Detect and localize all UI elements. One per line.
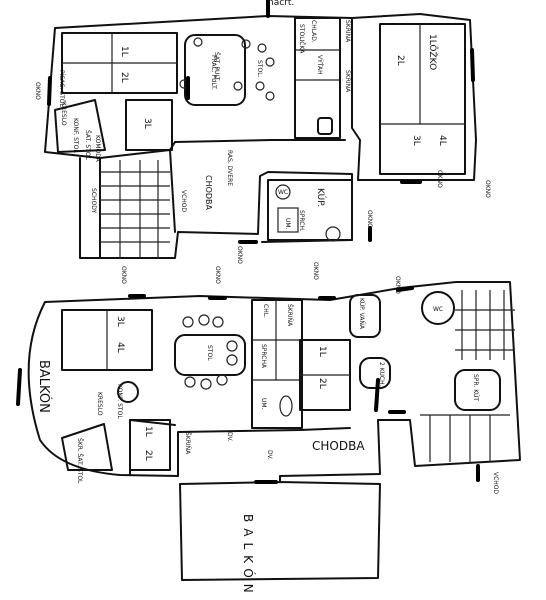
lower-table [174,334,246,376]
um-label: UM. [284,218,291,230]
chl-label: CHL. [262,304,269,318]
dv1-label: DV. [226,432,233,442]
big-bed-low2-label: 4L [437,135,447,146]
okno-right-label: OKNO [484,180,491,198]
upper-stools [179,37,275,101]
vytah-label: VÝŤAH [316,55,324,75]
skrina-center-label: ŠKRIŇA [286,304,293,327]
wardrobe-small-label: ŠKR. ŠAT. STOL [76,438,83,484]
upper-stairs [100,160,170,258]
upper-okno-extra: OKNO [436,170,443,188]
kreslo-label: KRESLO [60,102,67,126]
bed-c-top-label: 1L [317,346,327,357]
lower-okno-4: OKNO [394,276,401,294]
upper-closet-column [294,17,341,139]
lower-center-storage [251,299,303,429]
lower-shower [454,369,501,411]
lower-wc [421,291,455,325]
sprcha-right-label: SPR. KÚT [472,374,479,401]
bed-label-2: 2L [119,72,129,83]
shelf-sub-label: ŠAT. STOL [84,130,91,161]
bed-b-bot-label: 2L [143,450,153,461]
vchod-label: VCHOD [180,190,187,213]
big-bed-mid-label: 2L [395,55,405,66]
kitchen-label: KÚP. [315,188,327,207]
bath-shower [277,207,299,233]
lower-vchod-label: VCHOD [492,472,499,495]
okno-b1-label: OKNO [366,210,373,228]
upper-bathroom [267,179,353,241]
bed-a-bot-label: 4L [115,342,125,353]
chlad-label: CHLAD. [310,20,317,43]
shelf-sub2-label: KOMODA [94,135,101,163]
bed-label-1: 1L [119,46,129,57]
konf-label-l: KONF. STOL [116,384,123,419]
lower-outer-wall [27,281,521,581]
lower-stairs [420,290,515,462]
kuch-label: 2 KUCH. [378,362,385,386]
desk-label: ŠAT. PULT. [213,52,220,82]
lower-okno-2: OKNO [214,266,221,284]
table-desk-label: PRAC. PULT. [210,55,217,90]
wc-label: WC [278,189,288,196]
chair-label-l: KRESLO [96,392,103,416]
upper-chair-stack [54,99,106,153]
dv2-label: DV. [266,450,273,460]
balcony-bottom-label: BALKÓN [241,514,256,599]
wc-icon-2 [325,226,341,242]
upper-desk [184,34,246,106]
upper-center-bed [125,99,173,151]
lower-corridor-label: CHODBA [312,439,365,453]
bed-label-3: 3L [142,118,152,129]
stool-label: STOL. [256,60,263,78]
lower-wardrobe-small [61,423,113,471]
skrina-lower-label: ŠKRIŇA [184,432,191,455]
balcony-label: BALKÓN [36,360,52,413]
lower-bathtub [349,294,381,338]
lower-kitchen [359,357,391,389]
big-desk-label: PÍSAC. STÔL [58,70,65,108]
room-chair-label: STOLIČKA [298,24,305,54]
bed-b-top-label: 1L [143,426,153,437]
upper-windows [47,0,475,244]
lower-armchair [117,381,139,403]
um-center-label: UM. [260,398,267,410]
upper-sink [317,117,333,135]
lower-okno-1: OKNO [120,266,127,284]
sprcha-center-label: SPRCHA [260,344,267,369]
um-sink [279,395,293,417]
upper-right-bed [379,23,466,175]
lower-okno-3: OKNO [312,262,319,280]
table-label: STOL [206,345,213,361]
bed-c-bot-label: 2L [317,378,327,389]
doors-label: RAS. DVERE [226,150,233,186]
lower-bed-b [129,419,171,471]
stairs-label: SCHODY [90,188,97,214]
wc-lower-label: WC [433,306,443,313]
lower-windows [16,286,480,484]
okno-left-label: OKNO [34,82,41,100]
sprcha-label: SPRCH. [298,210,305,232]
okno-b2-label: OKNO [236,246,243,264]
big-bed-top-label: 1LÔŽKO [427,34,439,70]
konf-label: KONF. STOL [72,118,79,153]
upper-floor: 1L 2L 3L KRESLO KONF. STOL ŠAT. STOL KOM… [34,0,491,264]
bed-a-top-label: 3L [115,316,125,327]
closet-label: ŠKRIŇA [344,20,351,43]
wc-icon [275,184,291,200]
lower-chairs [182,314,238,390]
corridor-label: CHODBA [204,175,213,211]
top-fragment-text: nácrt. [268,0,294,8]
closet2-label: ŠKRIŇA [344,70,351,93]
lower-floor: 3L 4L BALKÓN STOL KONF. STOL KRESLO ŠKR.… [16,24,521,599]
kitchen-top-label: KÚP. VAŇA [358,298,365,330]
big-bed-low1-label: 3L [411,135,421,146]
